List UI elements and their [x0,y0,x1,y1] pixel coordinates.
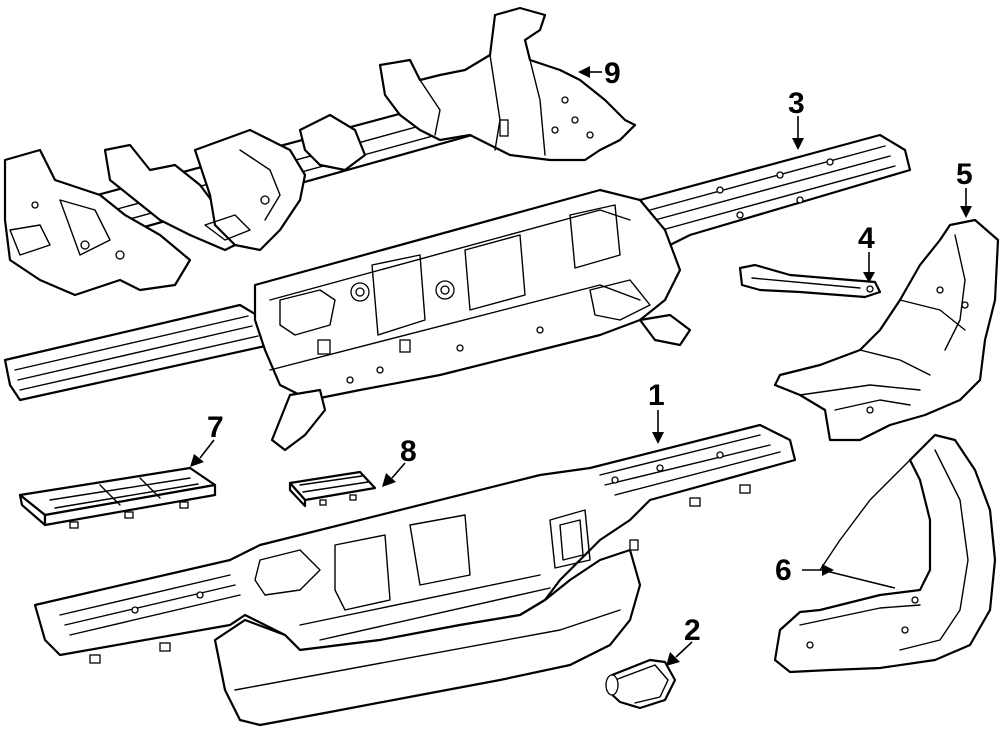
part-6-end-cap [773,433,997,674]
callout-6: 6 [775,554,792,587]
part-4-bracket [738,263,882,299]
callout-9: 9 [604,57,621,90]
part-5-corner-bracket [773,218,1000,442]
part-8-step-pad [288,470,377,508]
part-7-step-pad [18,466,217,529]
part-3-rear-panel-assembly [3,133,912,452]
callout-4: 4 [858,222,875,255]
callout-leaders [190,66,972,666]
callout-1: 1 [648,379,665,412]
callout-7: 7 [207,411,224,444]
callout-3: 3 [788,87,805,120]
callout-2: 2 [684,614,701,647]
callout-5: 5 [956,158,973,191]
part-2-plug [605,658,677,710]
part-9-upper-crossmember [3,6,637,297]
callout-8: 8 [400,435,417,468]
part-1-rear-bumper [33,423,797,727]
